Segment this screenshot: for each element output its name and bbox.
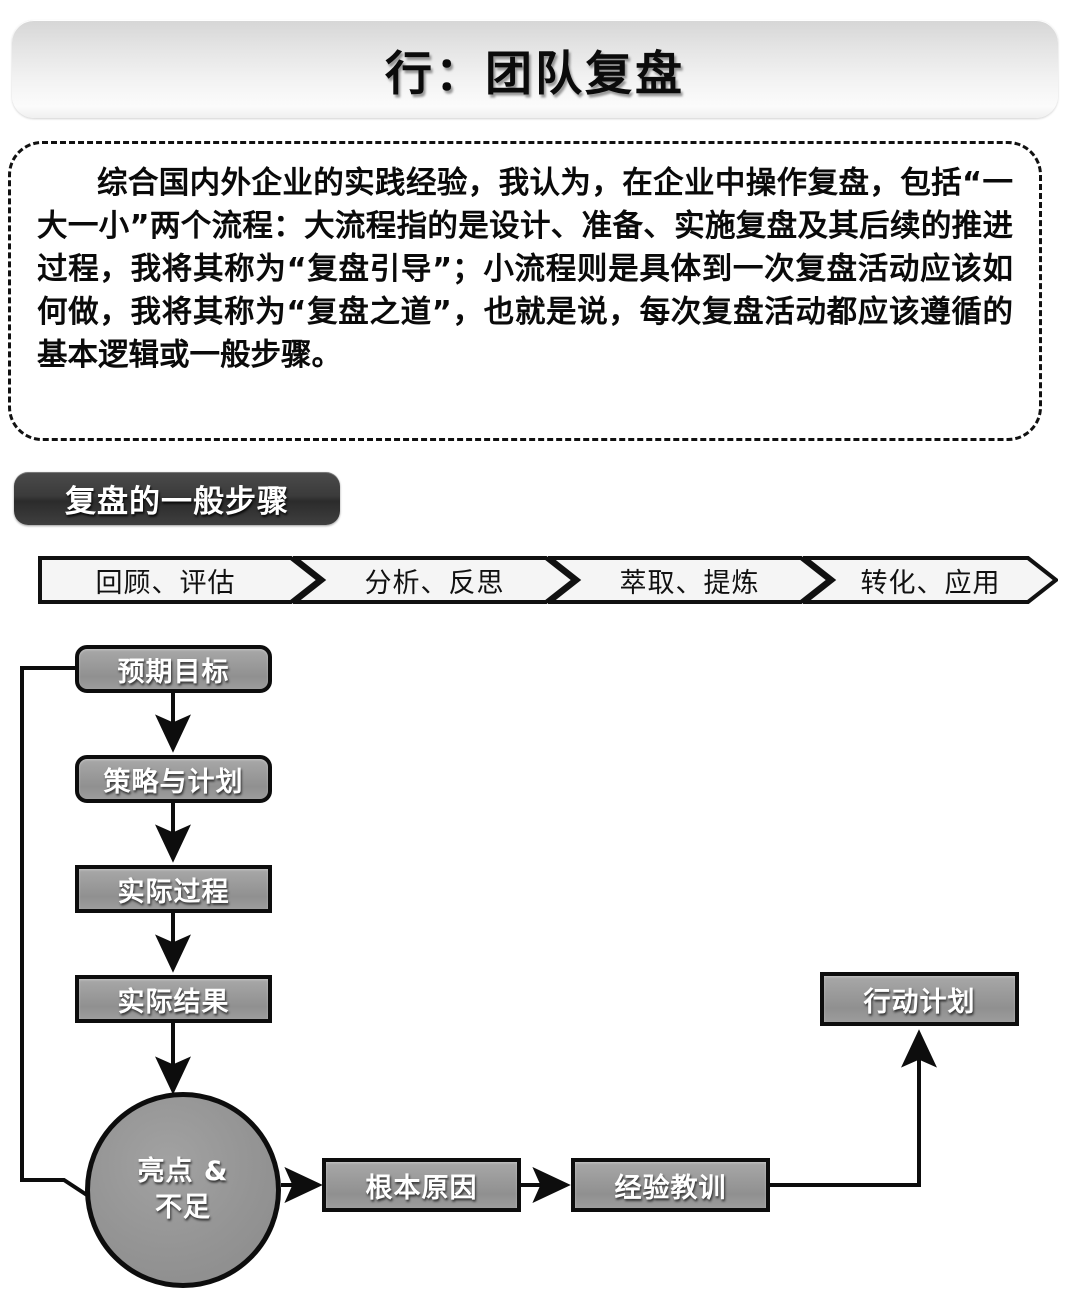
section-label-badge: 复盘的一般步骤 bbox=[14, 472, 340, 525]
process-step-3: 萃取、提炼 bbox=[548, 556, 831, 604]
flow-node-lessons-label: 经验教训 bbox=[614, 1172, 727, 1204]
flow-node-goal: 预期目标 bbox=[75, 645, 272, 693]
chevron-shape-icon bbox=[548, 556, 831, 604]
page-title: 行：团队复盘 bbox=[385, 46, 685, 102]
flow-node-strategy: 策略与计划 bbox=[75, 755, 272, 803]
flow-node-rootcause: 根本原因 bbox=[322, 1158, 521, 1212]
section-label-text: 复盘的一般步骤 bbox=[65, 484, 289, 520]
process-step-4: 转化、应用 bbox=[803, 556, 1058, 604]
chevron-shape-icon bbox=[803, 556, 1058, 604]
flow-node-action-label: 行动计划 bbox=[863, 986, 976, 1018]
flow-node-lessons: 经验教训 bbox=[571, 1158, 770, 1212]
flow-node-highlight: 亮点 & 不足 bbox=[85, 1092, 281, 1288]
flow-node-process-label: 实际过程 bbox=[117, 876, 230, 908]
arrow-lessons-to-action bbox=[770, 1029, 937, 1187]
flow-node-result-label: 实际结果 bbox=[117, 986, 230, 1018]
review-flowchart: 预期目标 策略与计划 实际过程 实际结果 亮点 & 不足 根本原因 经验教训 行… bbox=[0, 620, 1080, 1298]
flow-node-rootcause-label: 根本原因 bbox=[365, 1172, 478, 1204]
process-step-band: 回顾、评估 分析、反思 萃取、提炼 转化、应用 bbox=[38, 556, 1058, 604]
page-title-bar: 行：团队复盘 bbox=[12, 20, 1058, 118]
process-step-2: 分析、反思 bbox=[293, 556, 576, 604]
flow-node-process: 实际过程 bbox=[75, 865, 272, 913]
flow-node-highlight-label-line2: 不足 bbox=[155, 1192, 211, 1223]
chevron-shape-icon bbox=[293, 556, 576, 604]
flow-node-goal-label: 预期目标 bbox=[117, 656, 230, 688]
flow-node-strategy-label: 策略与计划 bbox=[103, 766, 244, 798]
chevron-shape-icon bbox=[38, 556, 321, 604]
intro-paragraph: 综合国内外企业的实践经验，我认为，在企业中操作复盘，包括“一大一小”两个流程：大… bbox=[37, 166, 1013, 373]
flow-node-action: 行动计划 bbox=[820, 972, 1019, 1026]
flow-node-result: 实际结果 bbox=[75, 975, 272, 1023]
process-step-1: 回顾、评估 bbox=[38, 556, 321, 604]
flow-node-highlight-label-line1: 亮点 & bbox=[137, 1155, 229, 1187]
intro-callout-box: 综合国内外企业的实践经验，我认为，在企业中操作复盘，包括“一大一小”两个流程：大… bbox=[8, 141, 1042, 441]
